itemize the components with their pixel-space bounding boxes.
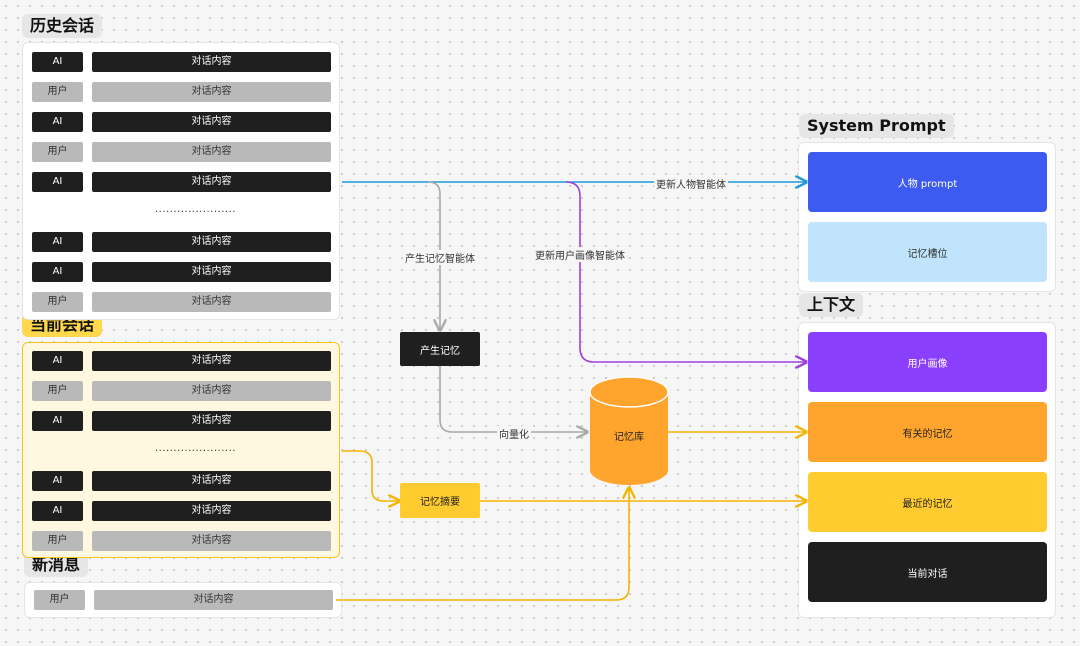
current-dialog-box: 当前对话 xyxy=(808,542,1047,602)
message-content: 对话内容 xyxy=(92,411,331,431)
role-ai-tag: AI xyxy=(32,232,83,252)
role-ai-tag: AI xyxy=(32,52,83,72)
label-generate-memory-agent: 产生记忆智能体 xyxy=(403,250,477,265)
role-user-tag: 用户 xyxy=(32,292,83,312)
generate-memory-node: 产生记忆 xyxy=(400,332,480,366)
edge-vectorize xyxy=(439,366,587,432)
message-content: 对话内容 xyxy=(92,471,331,491)
new-message-title: 新消息 xyxy=(24,553,89,577)
role-ai-tag: AI xyxy=(32,262,83,282)
message-content: 对话内容 xyxy=(92,172,331,192)
message-content: 对话内容 xyxy=(92,142,331,162)
memory-store-label: 记忆库 xyxy=(614,431,644,443)
message-content: 对话内容 xyxy=(94,590,333,610)
role-ai-tag: AI xyxy=(32,172,83,192)
edge-generate-memory xyxy=(427,181,440,330)
context-title: 上下文 xyxy=(799,293,864,317)
system-prompt-title: System Prompt xyxy=(799,114,954,138)
role-user-tag: 用户 xyxy=(32,142,83,162)
role-ai-tag: AI xyxy=(32,411,83,431)
current-ellipsis: ...................... xyxy=(155,443,236,454)
role-ai-tag: AI xyxy=(32,501,83,521)
memory-slot-box: 记忆槽位 xyxy=(808,222,1047,282)
message-content: 对话内容 xyxy=(92,232,331,252)
recent-memory-box: 最近的记忆 xyxy=(808,472,1047,532)
message-content: 对话内容 xyxy=(92,381,331,401)
role-user-tag: 用户 xyxy=(34,590,85,610)
message-content: 对话内容 xyxy=(92,501,331,521)
message-content: 对话内容 xyxy=(92,292,331,312)
edge-update-user-profile xyxy=(565,181,806,362)
label-vectorize: 向量化 xyxy=(497,426,531,441)
label-update-persona-agent: 更新人物智能体 xyxy=(654,176,728,191)
current-session-panel xyxy=(22,342,340,558)
role-ai-tag: AI xyxy=(32,112,83,132)
role-user-tag: 用户 xyxy=(32,381,83,401)
message-content: 对话内容 xyxy=(92,112,331,132)
user-profile-box: 用户画像 xyxy=(808,332,1047,392)
history-section-title: 历史会话 xyxy=(22,14,103,38)
message-content: 对话内容 xyxy=(92,82,331,102)
message-content: 对话内容 xyxy=(92,262,331,282)
edge-current-to-summary xyxy=(342,450,399,501)
role-ai-tag: AI xyxy=(32,351,83,371)
label-update-user-profile-agent: 更新用户画像智能体 xyxy=(533,247,627,262)
edge-new-to-store xyxy=(336,488,629,601)
role-user-tag: 用户 xyxy=(32,82,83,102)
role-ai-tag: AI xyxy=(32,471,83,491)
memory-summary-node: 记忆摘要 xyxy=(400,483,480,518)
message-content: 对话内容 xyxy=(92,531,331,551)
history-ellipsis: ...................... xyxy=(155,204,236,215)
message-content: 对话内容 xyxy=(92,351,331,371)
memory-store-node xyxy=(589,376,669,485)
persona-prompt-box: 人物 prompt xyxy=(808,152,1047,212)
role-user-tag: 用户 xyxy=(32,531,83,551)
related-memory-box: 有关的记忆 xyxy=(808,402,1047,462)
message-content: 对话内容 xyxy=(92,52,331,72)
